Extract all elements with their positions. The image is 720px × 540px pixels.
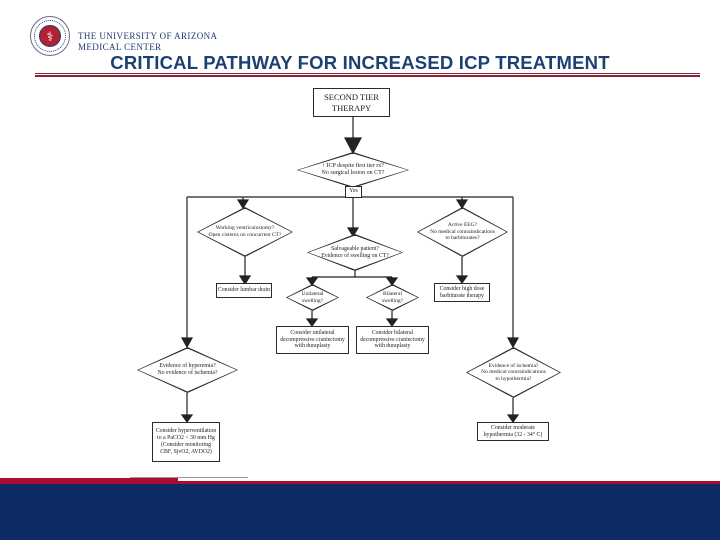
decision-icp-label: ↑ ICP despite first tier rx? No surgical… [321, 162, 385, 176]
decision-hyperemia-label: Evidence of hyperemia? No evidence of is… [157, 363, 218, 376]
scanned-image-bottom-edge [130, 477, 248, 478]
decision-evidence-of-ischemia: Evidence of ischemia? No medical contrai… [466, 347, 561, 398]
decision-working-ventriculostomy: Working ventriculostomy? Open cisterns o… [197, 207, 293, 257]
decision-active-eeg: Active EEG? No medical contraindications… [417, 207, 508, 257]
footer-navy-band [0, 484, 720, 540]
decision-icp-despite-first-tier: ↑ ICP despite first tier rx? No surgical… [297, 152, 409, 188]
decision-unilateral-label: Unilateral swelling? [301, 290, 324, 304]
action-consider-lumbar-drain: Consider lumbar drain [216, 283, 272, 298]
action-unilateral-decompressive-craniectomy: Consider unilateral decompressive cranie… [276, 326, 349, 354]
footer-red-stripe-right [178, 481, 720, 484]
organization-name-line2: MEDICAL CENTER [78, 42, 162, 52]
decision-ventriculostomy-label: Working ventriculostomy? Open cisterns o… [208, 225, 282, 238]
action-high-dose-barbiturate: Consider high dose barbiturate therapy [434, 283, 490, 302]
decision-eeg-label: Active EEG? No medical contraindications… [430, 222, 495, 242]
title-underline-rule [35, 73, 700, 77]
action-moderate-hypothermia: Consider moderate hypothermia (32 - 34° … [477, 422, 549, 441]
university-seal-icon: ⚕ [30, 16, 70, 56]
decision-bilateral-label: Bilateral swelling? [381, 290, 404, 304]
decision-salvageable-label: Salvageable patient? Evidence of swellin… [321, 245, 389, 259]
decision-bilateral-swelling: Bilateral swelling? [366, 284, 419, 311]
decision-unilateral-swelling: Unilateral swelling? [286, 284, 339, 311]
decision-evidence-of-hyperemia: Evidence of hyperemia? No evidence of is… [137, 347, 238, 393]
caduceus-icon: ⚕ [39, 25, 61, 47]
action-bilateral-decompressive-craniectomy: Consider bilateral decompressive craniec… [356, 326, 429, 354]
organization-name-line1: THE UNIVERSITY OF ARIZONA [78, 31, 218, 41]
footer-red-stripe-left [0, 478, 178, 484]
organization-name: THE UNIVERSITY OF ARIZONA MEDICAL CENTER [78, 31, 217, 52]
decision-salvageable-patient: Salvageable patient? Evidence of swellin… [307, 234, 403, 271]
start-node-second-tier-therapy: SECOND TIER THERAPY [313, 88, 390, 117]
action-hyperventilation: Consider hyperventilation to a PaCO2 < 3… [152, 422, 220, 462]
slide-title: CRITICAL PATHWAY FOR INCREASED ICP TREAT… [110, 52, 610, 73]
yes-connector-label: Yes [345, 186, 362, 198]
decision-ischemia-label: Evidence of ischemia? No medical contrai… [481, 362, 546, 382]
